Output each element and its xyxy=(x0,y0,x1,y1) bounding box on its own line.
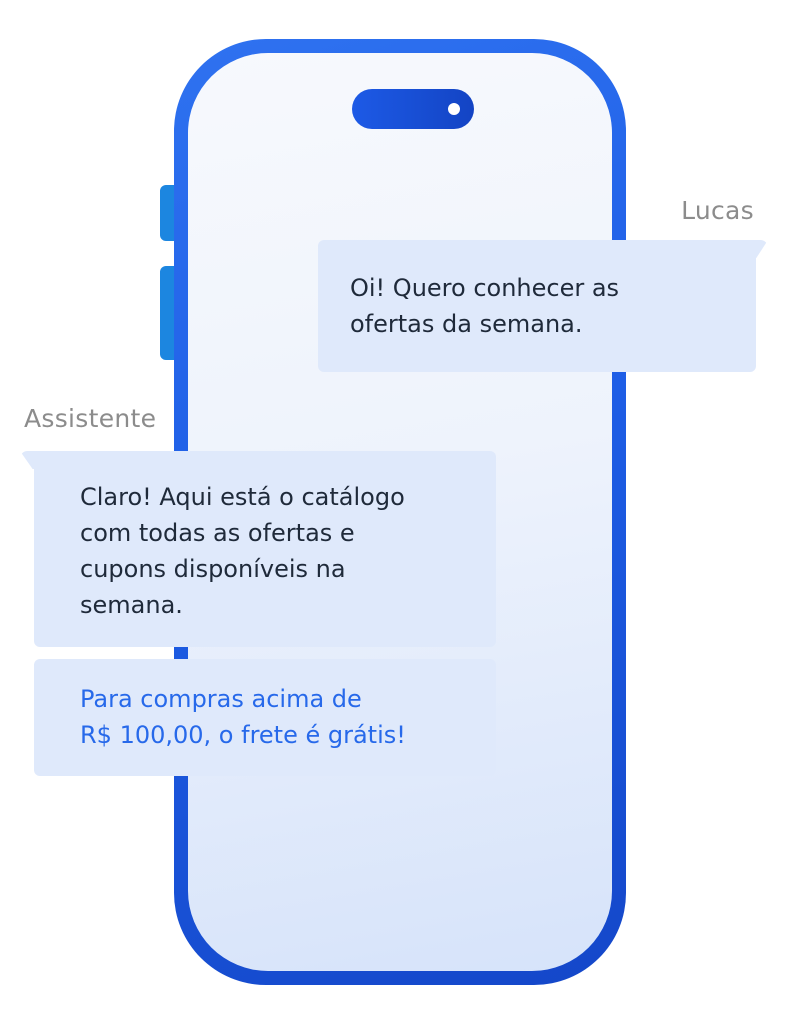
camera-icon xyxy=(448,103,460,115)
assistant-promo-bubble: Para compras acima de R$ 100,00, o frete… xyxy=(34,659,496,776)
phone-side-button-volume-up xyxy=(160,185,178,241)
phone-side-button-volume-down xyxy=(160,266,178,360)
assistant-name: Assistente xyxy=(24,404,157,433)
assistant-message-bubble: Claro! Aqui está o catálogo com todas as… xyxy=(34,451,496,647)
phone-notch xyxy=(352,89,474,129)
user-name: Lucas xyxy=(681,196,754,225)
assistant-message-text: Claro! Aqui está o catálogo com todas as… xyxy=(80,483,405,619)
user-message-bubble: Oi! Quero conhecer as ofertas da semana. xyxy=(318,240,756,372)
user-message-text: Oi! Quero conhecer as ofertas da semana. xyxy=(350,274,620,338)
assistant-promo-text: Para compras acima de R$ 100,00, o frete… xyxy=(80,685,406,749)
